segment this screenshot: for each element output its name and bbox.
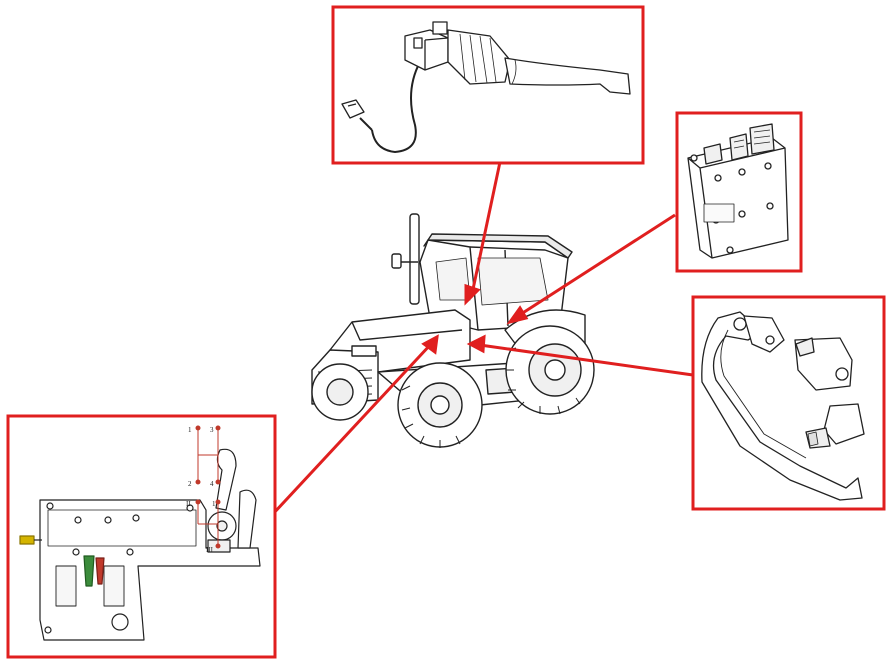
callout-line-steering-switch <box>470 161 502 295</box>
shift-label-II: II <box>186 500 191 508</box>
electronic-control-unit <box>675 111 803 273</box>
arrowhead-shift-cover <box>421 334 439 355</box>
callout-line-pedal-sensor <box>479 343 694 377</box>
shift-label-3: 3 <box>210 426 214 434</box>
shift-pattern <box>195 425 221 549</box>
pedal-position-sensor <box>691 295 886 511</box>
callout-line-control-unit <box>517 213 676 318</box>
shift-label-III: III <box>206 546 214 554</box>
stalk-switch-icon <box>341 21 631 153</box>
steering-column-stalk-switch <box>331 5 645 165</box>
gear-shift-cover-icon <box>19 448 261 641</box>
shift-label-1-lower: 1 <box>212 500 216 508</box>
control-module-icon <box>687 123 789 259</box>
callout-line-shift-cover <box>270 342 433 517</box>
callout-arrows <box>270 161 694 517</box>
arrowhead-steering-switch <box>464 283 481 306</box>
shift-label-4: 4 <box>210 480 214 488</box>
arrowhead-pedal-sensor <box>466 334 486 354</box>
arrowhead-control-unit <box>506 305 529 325</box>
tractor-icon <box>311 213 595 448</box>
transmission-shift-cover: 1 3 2 4 II 1 III <box>6 414 277 659</box>
shift-label-1: 1 <box>188 426 192 434</box>
shift-label-2: 2 <box>188 480 192 488</box>
pedal-sensor-icon <box>701 311 865 501</box>
